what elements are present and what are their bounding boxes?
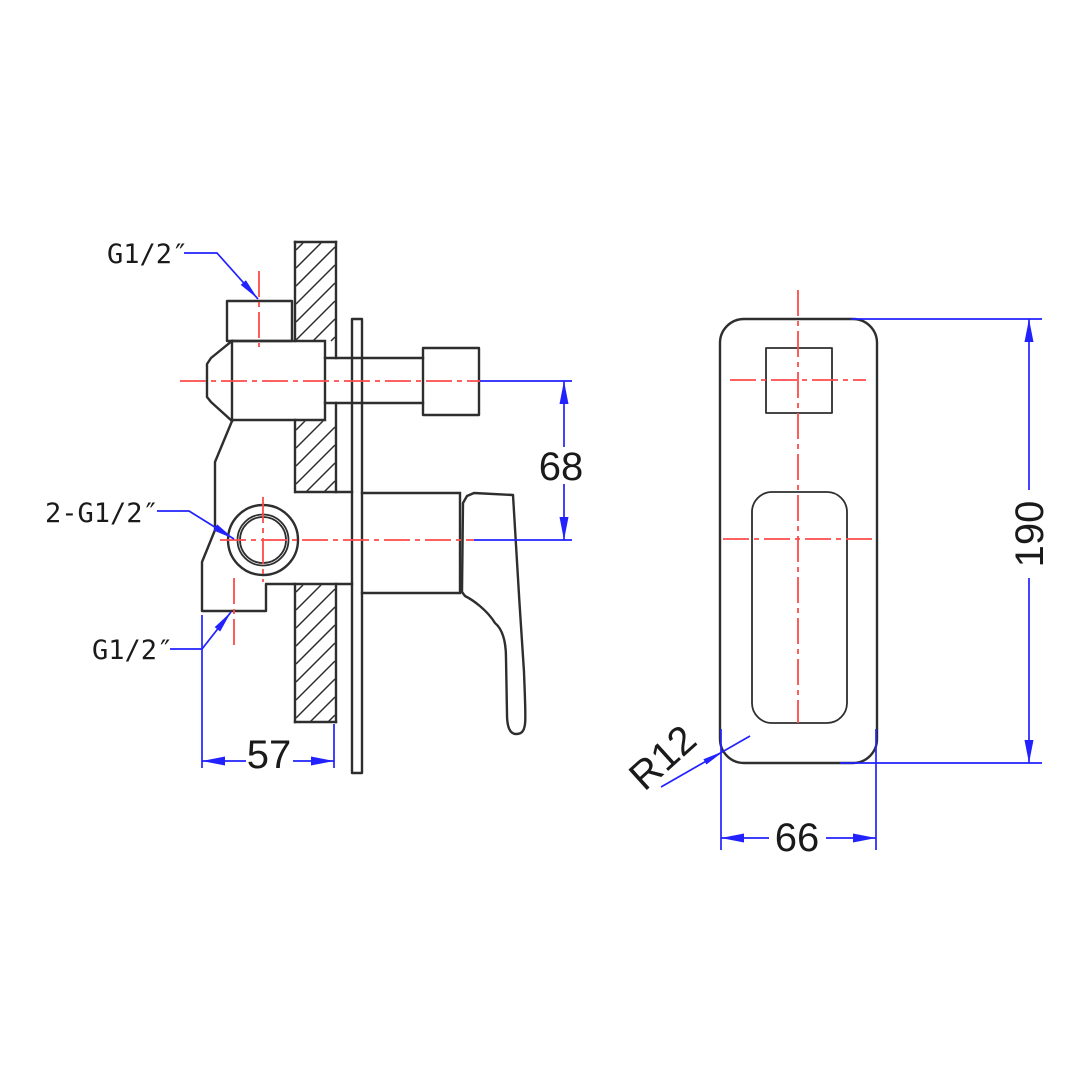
radius-text-r12: R12	[621, 717, 705, 799]
dimension-57: 57	[201, 615, 335, 777]
escutcheon-plate-front	[718, 317, 879, 765]
escutcheon-plate-side	[350, 317, 364, 775]
mounting-body-outline	[200, 419, 354, 613]
front-view: 190 66 R12	[621, 290, 1052, 860]
dimension-text-190: 190	[1008, 501, 1052, 568]
mixer-valve-body	[200, 299, 481, 613]
wall-hatching	[295, 242, 336, 723]
handle-cutout	[751, 491, 848, 724]
port-labels: G1/2″ 2-G1/2″ G1/2″	[45, 239, 259, 666]
dimension-text-68: 68	[539, 445, 584, 489]
diverter-stem	[323, 356, 425, 405]
dimension-68: 68	[474, 380, 584, 541]
side-view-centerlines	[180, 271, 480, 648]
side-view: 68 57 G1/2″ 2-G1/2″ G1/2″	[45, 239, 583, 777]
dimension-66: 66	[720, 729, 877, 860]
hose-cap-nut	[205, 339, 234, 423]
front-view-centerlines	[723, 290, 873, 723]
bottom-port-label: G1/2″	[92, 635, 173, 666]
wall-section	[293, 240, 338, 724]
outlet-port-label: 2-G1/2″	[45, 498, 159, 529]
dimension-190: 190	[840, 318, 1052, 764]
handle-base	[360, 491, 462, 595]
handle-assembly	[360, 491, 527, 736]
lever-handle	[460, 491, 527, 736]
dimension-text-66: 66	[775, 816, 820, 860]
dimension-text-57: 57	[247, 733, 292, 777]
top-port-label: G1/2″	[107, 239, 188, 270]
